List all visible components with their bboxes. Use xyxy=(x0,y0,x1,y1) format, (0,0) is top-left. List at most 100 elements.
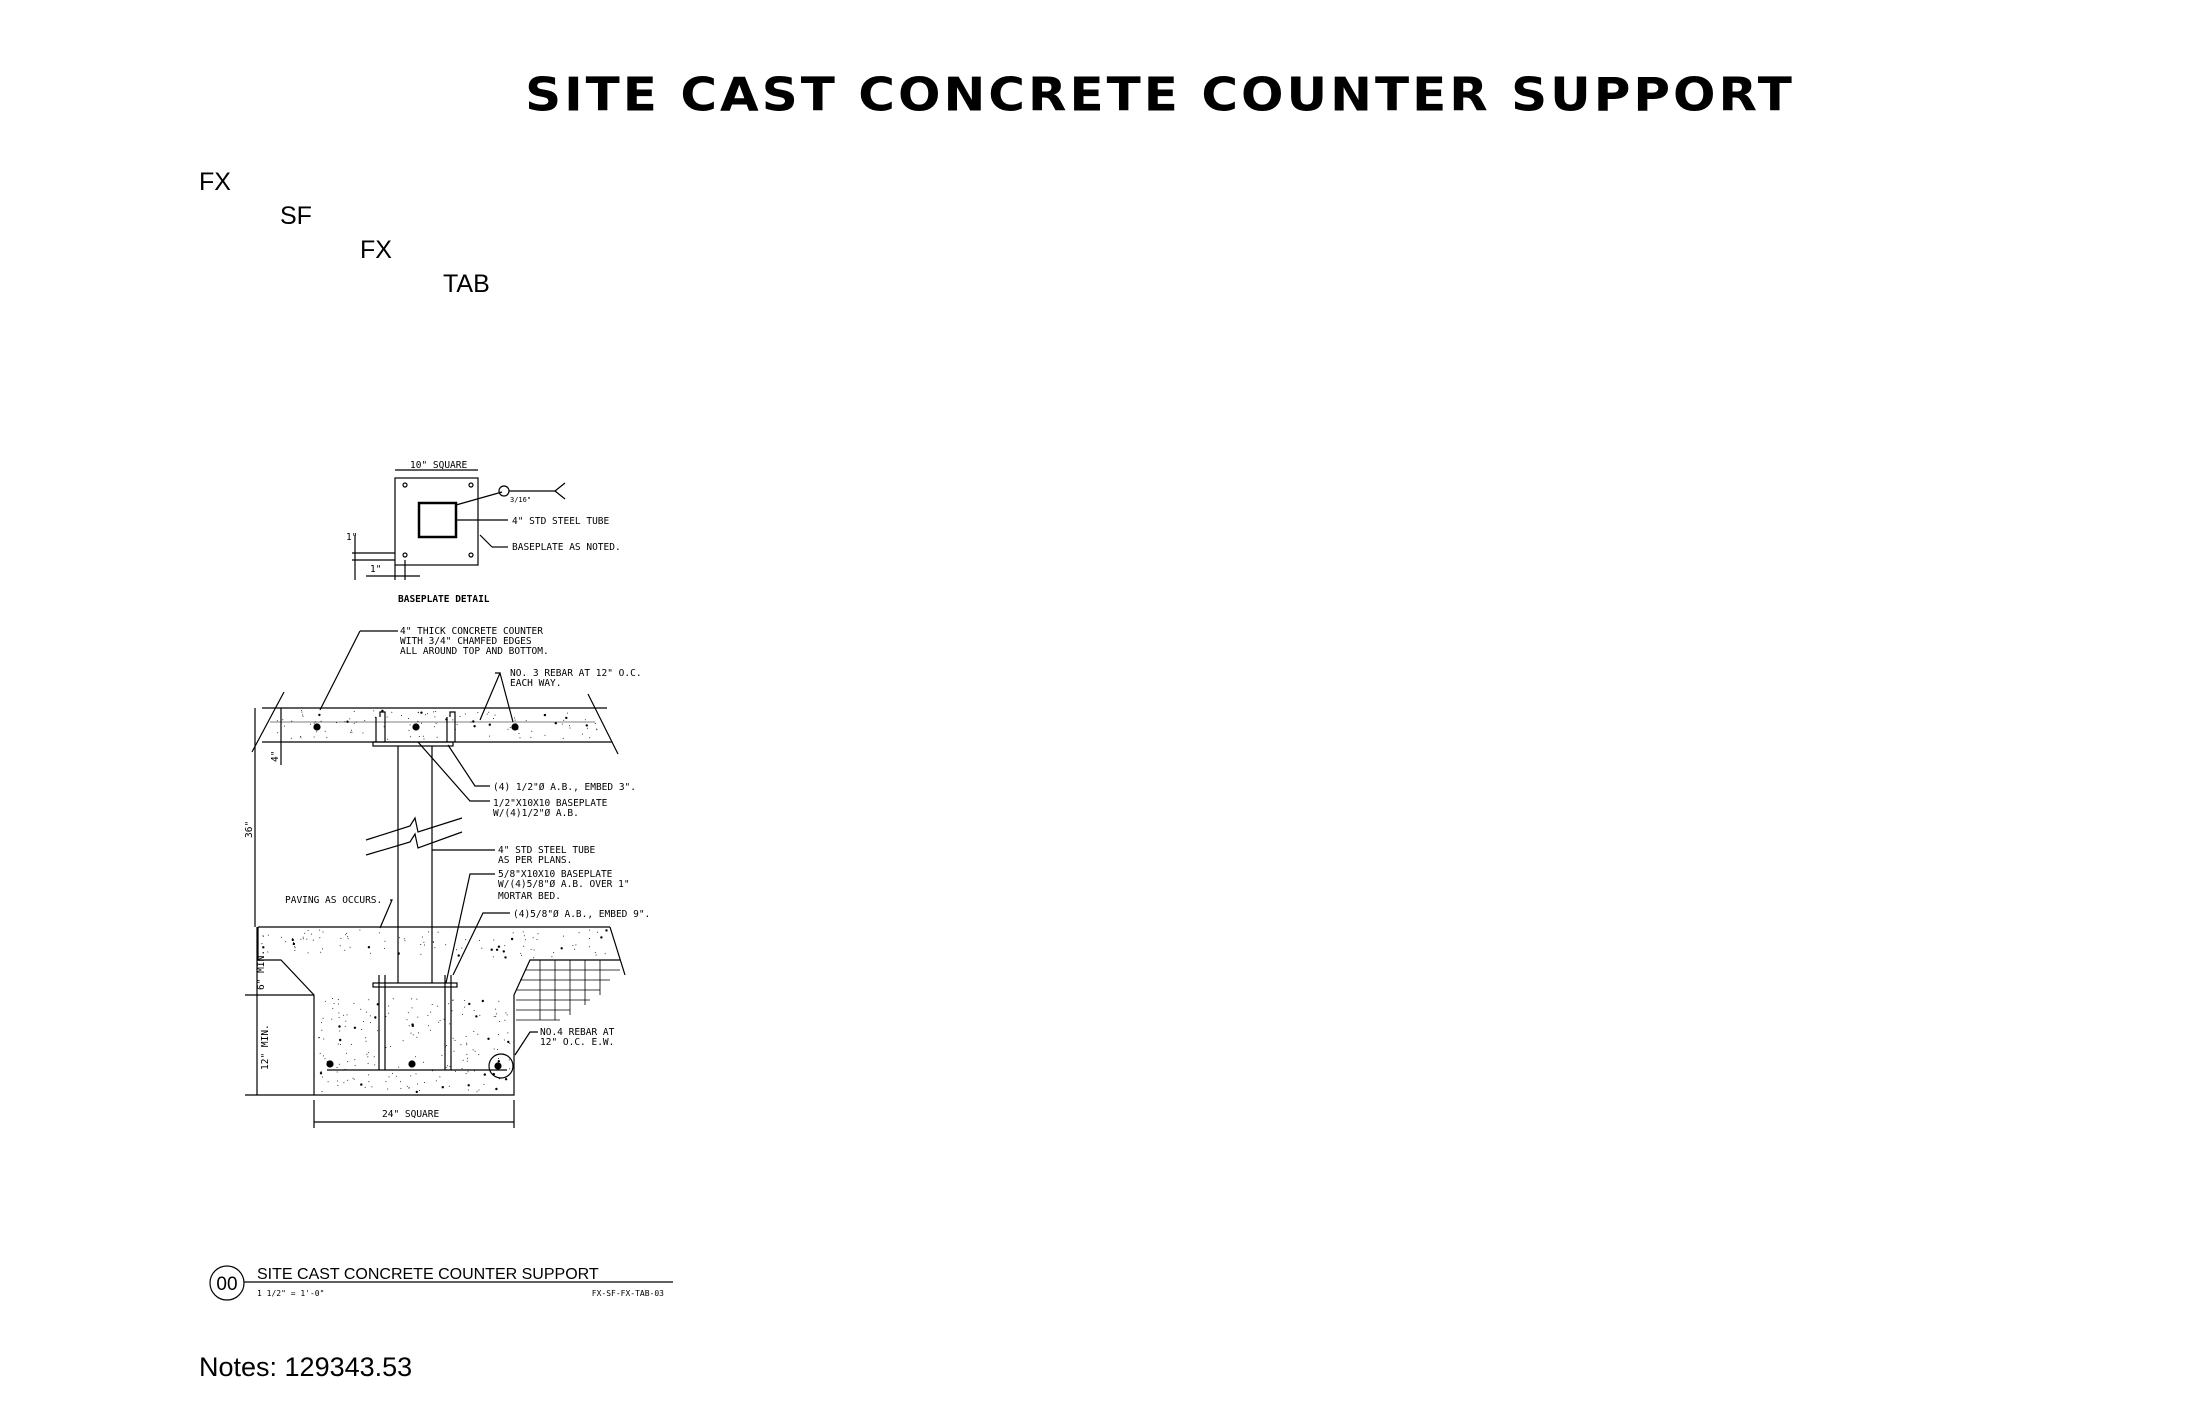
stipple-dot xyxy=(488,723,491,726)
width-dim: 24" SQUARE xyxy=(382,1109,439,1120)
stipple-dot xyxy=(262,946,265,949)
stipple-dot xyxy=(464,1006,466,1008)
section-view: 4" THICK CONCRETE COUNTER WITH 3/4" CHAM… xyxy=(244,626,650,1128)
stipple-dot xyxy=(346,932,348,934)
stipple-dot xyxy=(587,727,588,729)
stipple-dot xyxy=(495,1008,497,1010)
stipple-dot xyxy=(290,737,292,739)
stipple-dot xyxy=(596,729,598,731)
stipple-dot xyxy=(415,1073,417,1075)
stipple-dot xyxy=(433,941,434,943)
stipple-dot xyxy=(332,1007,334,1009)
stipple-dot xyxy=(428,931,430,933)
dim-v-label: 1" xyxy=(346,532,357,543)
stipple-dot xyxy=(366,1011,367,1013)
dim-h-label: 1" xyxy=(370,564,381,575)
stipple-dot xyxy=(337,1043,339,1045)
stipple-dot xyxy=(281,936,283,938)
stipple-dot xyxy=(333,1003,335,1005)
stipple-dot xyxy=(306,938,308,940)
stipple-dot xyxy=(345,934,347,936)
stipple-dot xyxy=(349,946,351,948)
stipple-dot xyxy=(504,956,507,959)
stipple-dot xyxy=(508,1059,510,1061)
stipple-dot xyxy=(417,720,419,722)
stipple-dot xyxy=(370,1022,372,1024)
stipple-dot xyxy=(353,1002,355,1004)
earth-hatch xyxy=(516,959,620,1021)
stipple-dot xyxy=(383,947,385,949)
stipple-dot xyxy=(477,1033,479,1035)
stipple-dot xyxy=(336,1071,338,1073)
counter-note-2: WITH 3/4" CHAMFED EDGES xyxy=(400,636,532,647)
tube-note-2: AS PER PLANS. xyxy=(498,855,572,866)
stipple-dot xyxy=(294,946,296,947)
stipple-dot xyxy=(589,938,590,939)
stipple-dot xyxy=(374,1016,377,1019)
stipple-dot xyxy=(398,1066,400,1068)
stipple-dot xyxy=(302,715,304,717)
stipple-dot xyxy=(267,934,269,936)
stipple-dot xyxy=(391,711,393,713)
stipple-dot xyxy=(378,932,380,934)
stipple-dot xyxy=(497,1060,500,1063)
stipple-dot xyxy=(373,710,375,712)
stipple-dot xyxy=(420,944,422,945)
detail-number: 00 xyxy=(216,1274,237,1295)
stipple-dot xyxy=(468,1002,471,1006)
stipple-dot xyxy=(594,951,596,953)
stipple-dot xyxy=(368,999,370,1001)
stipple-dot xyxy=(452,1000,454,1001)
stipple-dot xyxy=(455,1070,456,1072)
stipple-dot xyxy=(400,1081,401,1083)
top-plate-note-2: W/(4)1/2"Ø A.B. xyxy=(493,808,579,819)
stipple-dot xyxy=(369,1015,371,1017)
stipple-dot xyxy=(487,1037,490,1041)
stipple-dot xyxy=(497,1034,499,1035)
stipple-dot xyxy=(339,1044,341,1045)
baseplate-size-label: 10" SQUARE xyxy=(410,460,467,471)
stipple-dot xyxy=(575,944,577,946)
stipple-dot xyxy=(445,944,447,946)
stipple-dot xyxy=(530,948,532,950)
stipple-dot xyxy=(497,945,501,948)
stipple-dot xyxy=(433,726,435,728)
stipple-dot xyxy=(514,717,516,719)
stipple-dot xyxy=(448,1003,450,1005)
stipple-dot xyxy=(449,1023,451,1025)
stipple-dot xyxy=(363,1020,364,1022)
stipple-dot xyxy=(302,938,304,940)
stipple-dot xyxy=(502,950,505,953)
stipple-dot xyxy=(493,939,495,941)
footing-rebar-note-2: 12" O.C. E.W. xyxy=(540,1037,614,1048)
stipple-dot xyxy=(352,1077,354,1079)
stipple-dot xyxy=(531,730,533,732)
stipple-dot xyxy=(322,1076,323,1078)
stipple-dot xyxy=(337,999,339,1000)
stipple-dot xyxy=(453,1050,455,1052)
stipple-dot xyxy=(467,1084,470,1087)
stipple-dot xyxy=(448,1085,450,1087)
stipple-dot xyxy=(496,1013,498,1015)
stipple-dot xyxy=(291,720,293,722)
stipple-dot xyxy=(495,1015,497,1017)
stipple-dot xyxy=(461,1013,463,1015)
stipple-dot xyxy=(323,1038,325,1040)
stipple-dot xyxy=(421,936,423,938)
stipple-dot xyxy=(388,1005,390,1007)
paving-note: PAVING AS OCCURS. xyxy=(285,895,382,906)
stipple-dot xyxy=(454,1040,456,1041)
stipple-dot xyxy=(410,1032,412,1034)
stipple-dot xyxy=(395,1075,397,1077)
stipple-dot xyxy=(465,1042,467,1044)
stipple-dot xyxy=(461,1068,463,1070)
baseplate-detail: 10" SQUARE 3/16" 4" STD STEEL TUBE BASEP… xyxy=(346,460,621,605)
stipple-dot xyxy=(431,1004,433,1005)
stipple-dot xyxy=(304,932,306,934)
stipple-dot xyxy=(437,931,439,933)
bottom-plate-note-3: MORTAR BED. xyxy=(498,891,561,902)
stipple-dot xyxy=(562,737,564,739)
stipple-dot xyxy=(449,1066,451,1068)
top-plate-note-1: 1/2"X10X10 BASEPLATE xyxy=(493,798,608,809)
